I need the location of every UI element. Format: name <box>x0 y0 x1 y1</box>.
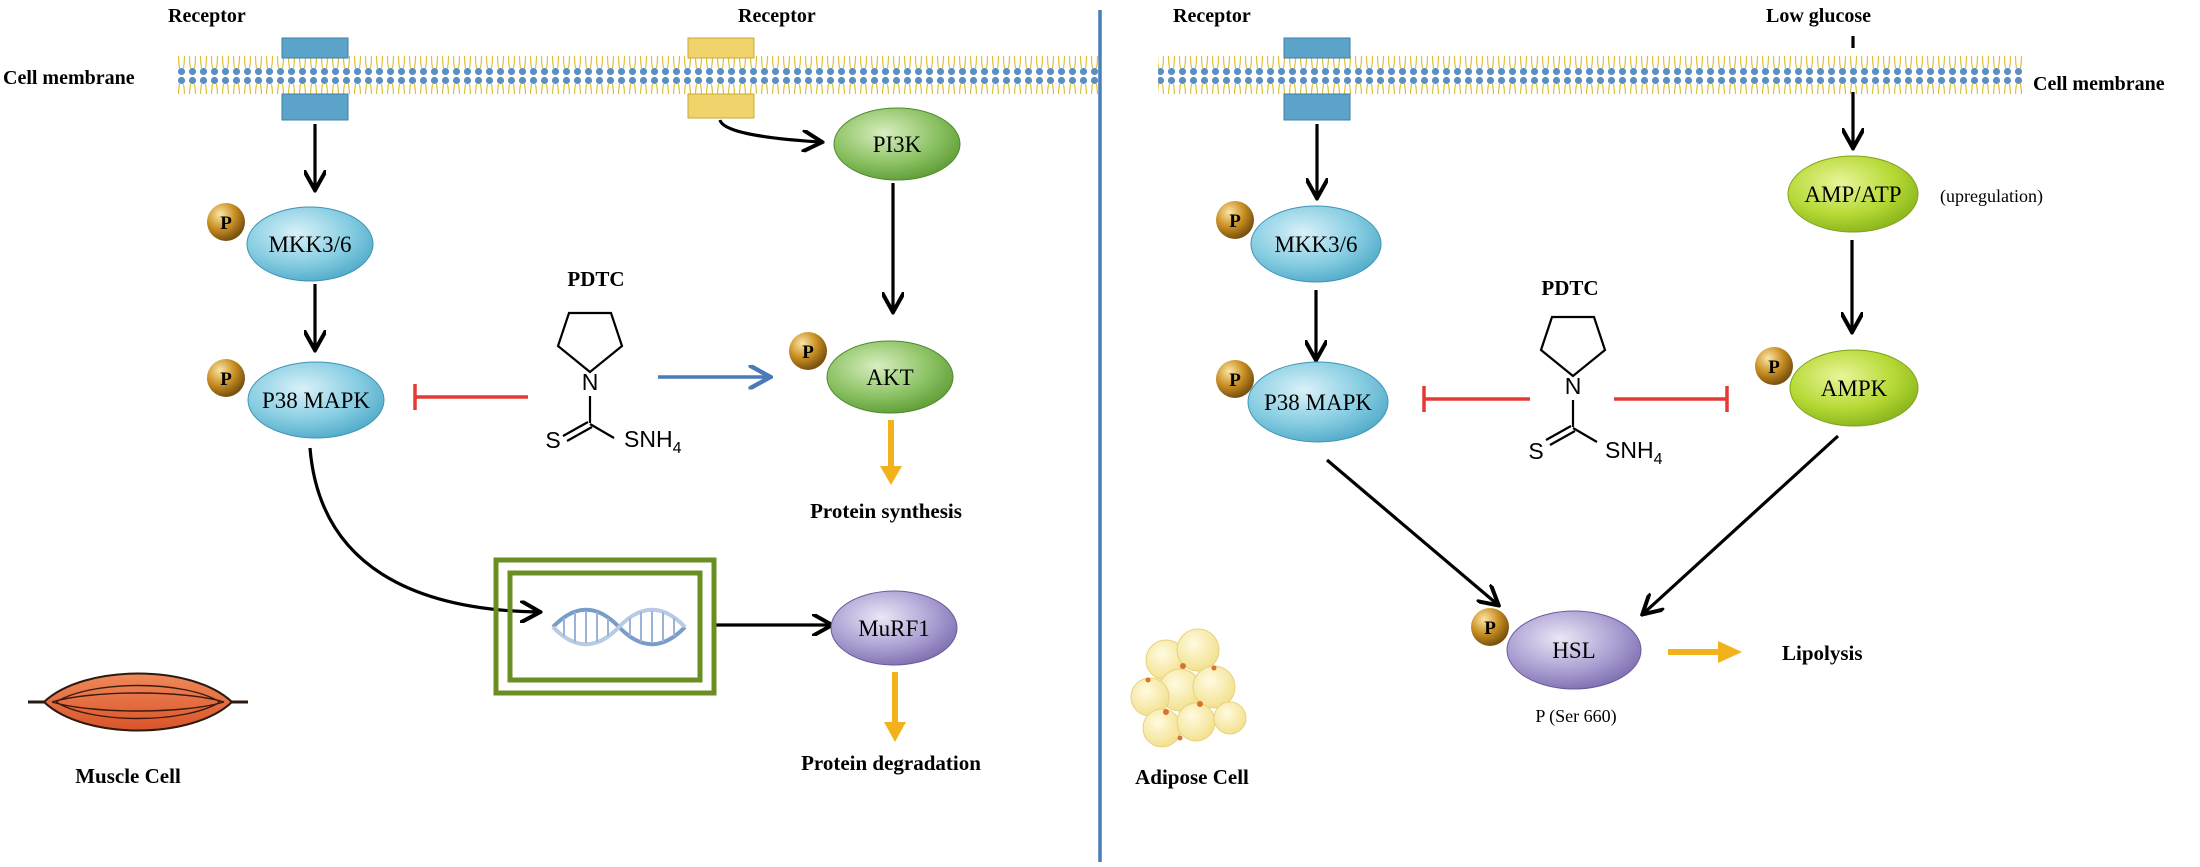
pdtc-inhibits-p38-right <box>1422 386 1530 412</box>
phospho-mkk-right: P <box>1216 201 1254 239</box>
protein-degradation-label: Protein degradation <box>801 751 981 775</box>
node-p38-mapk-right: P38 MAPK <box>1247 361 1389 443</box>
ser660-label: P (Ser 660) <box>1535 706 1616 727</box>
pdtc-inhibits-ampk <box>1614 386 1729 412</box>
low-glucose-label: Low glucose <box>1766 5 1871 27</box>
svg-text:SNH4: SNH4 <box>624 426 682 457</box>
right-receptor-blue <box>1283 37 1351 121</box>
left-receptor-yellow <box>687 37 755 119</box>
adipose-cell-icon <box>1130 628 1247 748</box>
right-cell-membrane <box>1158 56 2026 94</box>
node-pi3k: PI3K <box>833 107 961 181</box>
yellow-arrow-murf1 <box>884 672 906 742</box>
left-panel: Receptor Receptor Cell membrane P P <box>3 5 1100 788</box>
svg-text:P: P <box>1484 618 1496 639</box>
svg-text:P: P <box>220 369 232 390</box>
phospho-hsl: P <box>1471 608 1509 646</box>
right-arrows <box>1316 36 1853 613</box>
muscle-cell-icon <box>28 672 248 732</box>
right-panel: Receptor Low glucose Cell membrane P P <box>1130 5 2165 789</box>
svg-text:MKK3/6: MKK3/6 <box>268 232 351 257</box>
svg-text:P38 MAPK: P38 MAPK <box>262 388 370 413</box>
pdtc-structure-right: PDTC N S SNH4 <box>1528 276 1662 468</box>
svg-text:HSL: HSL <box>1552 638 1595 663</box>
left-receptor-blue <box>281 37 349 121</box>
svg-text:P38 MAPK: P38 MAPK <box>1264 390 1372 415</box>
phospho-akt: P <box>789 332 827 370</box>
phospho-ampk: P <box>1755 347 1793 385</box>
svg-text:AMP/ATP: AMP/ATP <box>1804 182 1901 207</box>
node-akt: AKT <box>826 340 954 414</box>
svg-text:P: P <box>1768 357 1780 378</box>
muscle-cell-label: Muscle Cell <box>75 764 181 788</box>
svg-text:PDTC: PDTC <box>567 267 624 291</box>
pdtc-inhibits-p38-left <box>413 384 528 410</box>
svg-text:P: P <box>220 213 232 234</box>
svg-text:SNH4: SNH4 <box>1605 437 1663 468</box>
svg-text:S: S <box>1528 438 1543 464</box>
left-receptor-label-1: Receptor <box>168 5 246 27</box>
svg-text:MuRF1: MuRF1 <box>858 616 930 641</box>
svg-text:P: P <box>1229 211 1241 232</box>
left-cell-membrane-label: Cell membrane <box>3 67 135 89</box>
svg-text:N: N <box>1565 373 1582 399</box>
right-cell-membrane-label: Cell membrane <box>2033 73 2165 95</box>
left-cell-membrane <box>178 56 1100 94</box>
phospho-p38-left: P <box>207 359 245 397</box>
svg-text:P: P <box>802 342 814 363</box>
lipolysis-label: Lipolysis <box>1782 641 1863 665</box>
nucleus-dna-box <box>493 557 717 696</box>
yellow-arrow-akt <box>880 420 902 485</box>
svg-text:AKT: AKT <box>866 365 913 390</box>
node-murf1: MuRF1 <box>830 590 958 666</box>
node-mkk3-6-right: MKK3/6 <box>1250 205 1382 283</box>
phospho-p38-right: P <box>1216 360 1254 398</box>
svg-text:PDTC: PDTC <box>1541 276 1598 300</box>
node-p38-mapk-left: P38 MAPK <box>247 361 385 439</box>
pdtc-structure-left: PDTC N S SNH4 <box>545 267 681 457</box>
svg-text:AMPK: AMPK <box>1821 376 1888 401</box>
svg-text:N: N <box>582 369 599 395</box>
adipose-cell-label: Adipose Cell <box>1135 765 1249 789</box>
svg-text:PI3K: PI3K <box>873 132 922 157</box>
svg-text:P: P <box>1229 370 1241 391</box>
node-hsl: HSL <box>1506 610 1642 690</box>
left-arrows <box>310 119 893 625</box>
yellow-arrow-lipolysis <box>1668 641 1742 663</box>
right-receptor-label: Receptor <box>1173 5 1251 27</box>
node-amp-atp: AMP/ATP <box>1787 155 1919 233</box>
node-ampk: AMPK <box>1789 349 1919 427</box>
phospho-mkk-left: P <box>207 203 245 241</box>
dna-helix-icon <box>551 607 687 647</box>
svg-text:MKK3/6: MKK3/6 <box>1274 232 1357 257</box>
upregulation-label: (upregulation) <box>1940 186 2043 207</box>
svg-text:S: S <box>545 427 560 453</box>
node-mkk3-6-left: MKK3/6 <box>246 206 374 282</box>
left-receptor-label-2: Receptor <box>738 5 816 27</box>
protein-synthesis-label: Protein synthesis <box>810 499 962 523</box>
